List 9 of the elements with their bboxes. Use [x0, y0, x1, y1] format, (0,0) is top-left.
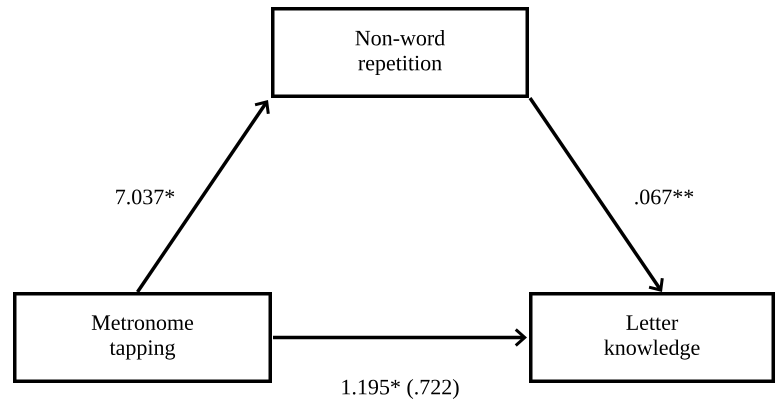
arrow: [528, 97, 664, 292]
variable-box: Non-word repetition: [271, 7, 529, 98]
arrow: [273, 328, 527, 347]
edge-label: .067**: [635, 190, 694, 204]
edge-label: 1.195* (.722): [342, 379, 459, 399]
arrow: [136, 100, 270, 293]
edge-label: 7.037*: [116, 190, 174, 204]
variable-box: Metronome tapping: [13, 292, 272, 383]
variable-box: Letter knowledge: [529, 292, 775, 383]
